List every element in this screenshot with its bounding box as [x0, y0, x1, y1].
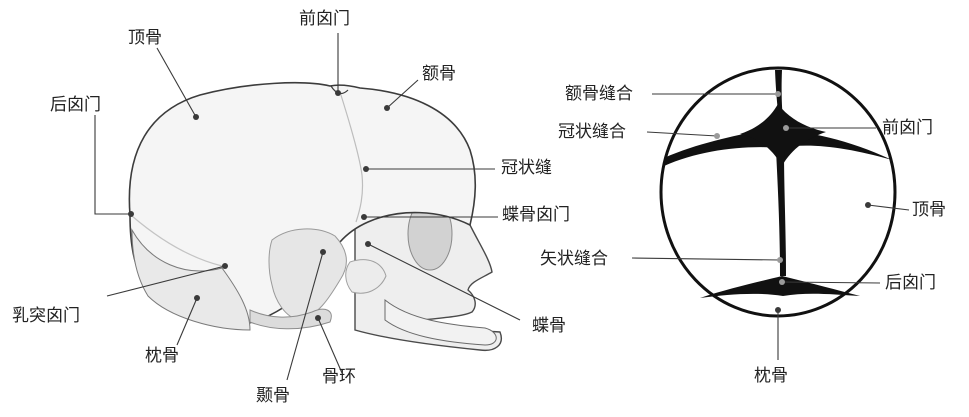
label-frontal: 额骨 [422, 64, 456, 84]
label-bone-ring: 骨环 [322, 367, 356, 387]
label-occipital-top: 枕骨 [754, 366, 788, 386]
label-occipital-side: 枕骨 [145, 346, 179, 366]
label-posterior-fontanelle-side: 后囟门 [50, 95, 101, 115]
label-parietal-top: 顶骨 [912, 200, 946, 220]
label-mastoid-fontanelle: 乳突囟门 [12, 306, 80, 326]
label-temporal: 颞骨 [256, 386, 290, 406]
label-anterior-fontanelle-side: 前囟门 [299, 9, 350, 29]
label-posterior-fontanelle-top: 后囟门 [885, 273, 936, 293]
label-coronal-suture-side: 冠状缝 [501, 158, 552, 178]
label-sphenoid: 蝶骨 [532, 316, 566, 336]
top-view-skull [661, 68, 895, 316]
label-sagittal-suture: 矢状缝合 [540, 249, 608, 269]
label-sphenoid-fontanelle: 蝶骨囟门 [502, 205, 570, 225]
label-anterior-fontanelle-top: 前囟门 [882, 118, 933, 138]
label-frontal-suture: 额骨缝合 [565, 84, 633, 104]
label-parietal: 顶骨 [128, 28, 162, 48]
label-coronal-suture-top: 冠状缝合 [558, 122, 626, 142]
